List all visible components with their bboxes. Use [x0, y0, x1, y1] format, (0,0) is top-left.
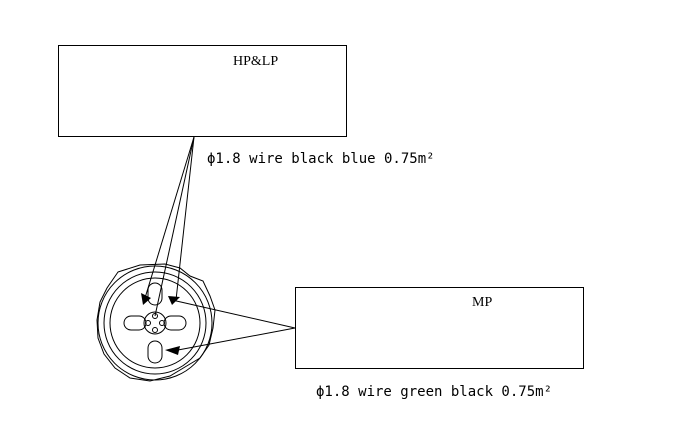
connector-ring-inner: [103, 271, 207, 375]
mp-wire-2: [177, 327, 296, 351]
hplp-box: HP&LP: [58, 45, 347, 137]
mp-wires: [171, 299, 296, 351]
mp-box: MP: [295, 287, 584, 369]
hplp-wire-note: ϕ1.8 wire black blue 0.75m²: [207, 151, 435, 167]
pin-hole-right: [159, 320, 165, 326]
hplp-wire-2: [154, 136, 195, 317]
pin-hole-top: [152, 313, 158, 319]
center-hub: [143, 311, 167, 335]
hplp-label: HP&LP: [233, 54, 279, 69]
pin-slot-bottom: [147, 340, 163, 364]
mp-wire-note: ϕ1.8 wire green black 0.75m²: [316, 384, 553, 400]
pin-hole-bottom: [152, 327, 158, 333]
hplp-wire-3: [175, 136, 195, 301]
connector-outer-outline: [96, 263, 216, 382]
connector-ring-core: [109, 277, 201, 369]
hplp-wire-1: [144, 136, 195, 299]
pin-slot-right: [163, 315, 187, 331]
connector: [96, 263, 216, 382]
mp-wire-1: [171, 299, 296, 329]
mp-label: MP: [472, 295, 493, 310]
pin-hole-left: [145, 320, 151, 326]
arrow-bottom: [165, 346, 180, 355]
arrow-top-left: [141, 293, 151, 305]
hplp-wires: [144, 136, 195, 317]
pin-slot-left: [123, 315, 147, 331]
pin-slot-top: [147, 282, 163, 306]
